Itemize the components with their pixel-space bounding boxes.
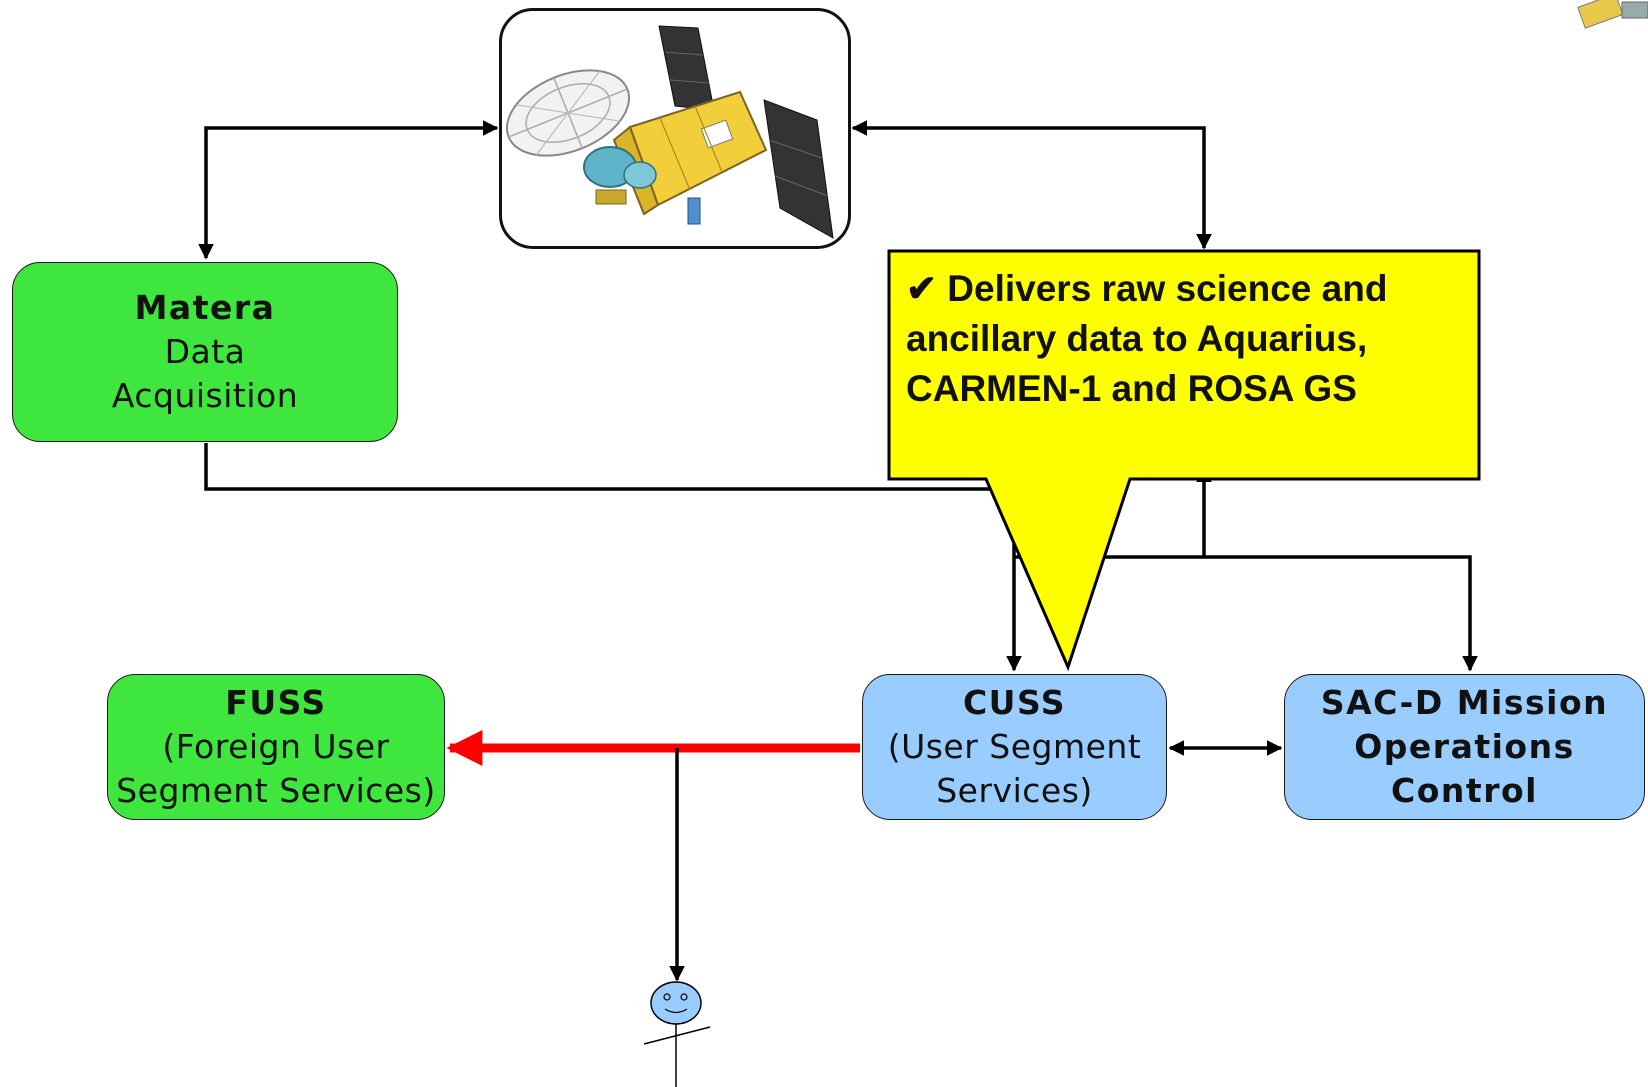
fuss-node: FUSS (Foreign User Segment Services): [107, 674, 445, 820]
matera-line1: Data: [164, 332, 246, 371]
satellite-ground-connector: [851, 120, 1212, 250]
sacd-line1: SAC-D Mission: [1320, 683, 1609, 722]
fuss-title: FUSS: [225, 683, 327, 722]
sacd-line3: Control: [1391, 771, 1538, 810]
fuss-line2: Segment Services): [116, 771, 436, 810]
callout-text: ✔ Delivers raw science and ancillary dat…: [906, 268, 1388, 409]
matera-cuss-connector: [204, 443, 1022, 672]
cuss-line1: (User Segment: [887, 727, 1142, 766]
satellite-box: [499, 8, 851, 249]
sacd-line2: Operations: [1354, 727, 1575, 766]
corner-satellite-fragment-icon: [1577, 0, 1648, 29]
fuss-line1: (Foreign User: [162, 727, 390, 766]
bus-sacd-connector: [1014, 555, 1478, 672]
matera-data-acquisition-node: Matera Data Acquisition: [12, 262, 398, 442]
matera-satellite-connector: [198, 120, 499, 260]
cuss-line2: Services): [936, 771, 1093, 810]
cuss-title: CUSS: [962, 683, 1067, 722]
matera-title: Matera: [134, 288, 276, 327]
cuss-node: CUSS (User Segment Services): [862, 674, 1167, 820]
callout-shape: [887, 249, 1481, 672]
matera-line2: Acquisition: [111, 376, 299, 415]
stick-figure-user-icon: [643, 981, 711, 1087]
sacd-mission-operations-node: SAC-D Mission Operations Control: [1284, 674, 1645, 820]
